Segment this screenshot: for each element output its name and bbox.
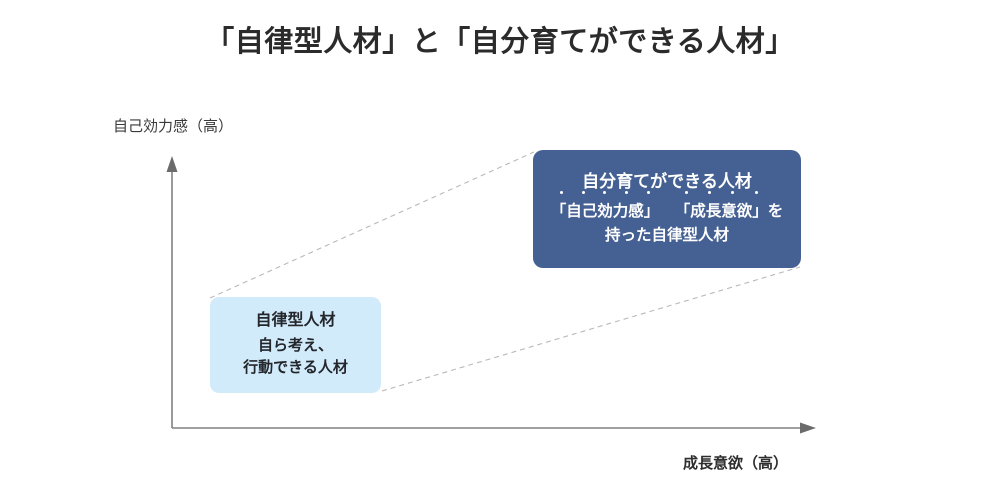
x-axis-label: 成長意欲（高）: [683, 455, 789, 472]
plain-text-segment: [659, 200, 675, 223]
emphasized-term-text: 「成長意欲」: [674, 203, 768, 221]
emphasized-term-text: 「自己効力感」: [550, 203, 660, 221]
emphasized-term-3: 「成長意欲」: [674, 191, 768, 223]
y-axis-arrow-icon: [166, 156, 178, 172]
autonomous-talent-line-1: 自ら考え、: [257, 336, 333, 354]
y-axis-label: 自己効力感（高）: [113, 118, 234, 135]
emphasized-term-1: 「自己効力感」: [550, 191, 660, 223]
plain-text-segment: を: [767, 203, 784, 221]
page-title: 「自律型人材」と「自分育てができる人材」: [205, 26, 795, 58]
autonomous-talent-line-2: 行動できる人材: [243, 359, 348, 377]
x-axis-arrow-icon: [800, 422, 816, 434]
self-growth-talent-line-2: 持った自律型人材: [604, 226, 729, 244]
autonomous-talent-box: 自律型人材 自ら考え、 行動できる人材: [210, 297, 381, 393]
self-growth-talent-box: 自分育てができる人材 「自己効力感」 「成長意欲」を 持った自律型人材: [533, 150, 801, 268]
self-growth-talent-title: 自分育てができる人材: [582, 172, 752, 192]
autonomous-talent-title: 自律型人材: [255, 312, 336, 330]
self-growth-talent-emphasis-line: 「自己効力感」 「成長意欲」を: [550, 191, 784, 223]
